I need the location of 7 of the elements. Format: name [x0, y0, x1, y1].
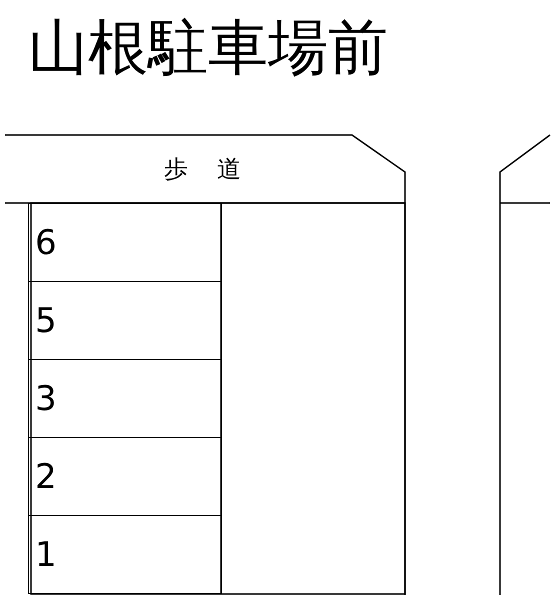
parking-space: 5: [28, 281, 222, 360]
parking-space: 6: [28, 203, 222, 282]
parking-space: 2: [28, 437, 222, 516]
title: 山根駐車場前: [28, 12, 388, 84]
parking-space: 1: [28, 515, 222, 594]
parking-space: 3: [28, 359, 222, 438]
sidewalk-label: 歩道: [0, 136, 405, 203]
